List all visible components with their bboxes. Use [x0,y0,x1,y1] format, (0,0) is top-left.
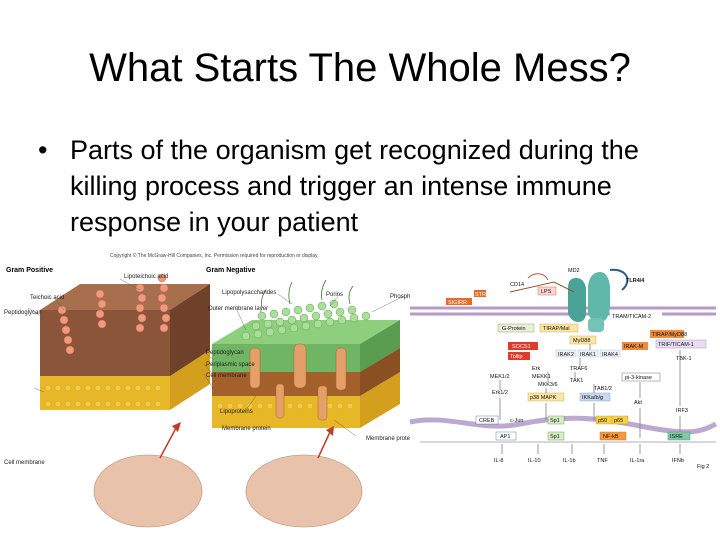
sp1-label: Sp1 [550,418,560,424]
p50-label: p50 [598,418,607,424]
akt-label: Akt [634,400,642,406]
phospholipids-label: Phospholipids [390,294,427,300]
mekk1-label: MEKK1 [532,374,551,380]
erk12-label: Erk1/2 [492,390,508,396]
membrane-protein-label: Membrane protein [222,426,271,432]
tab12-label: TAB1/2 [594,386,612,392]
tirap-myd88-label: TIRAP/MyD88 [652,332,687,338]
ifnb-label: IFNb [672,458,684,464]
tollip-label: Tollip [510,354,523,360]
tirap-label: TIRAP/Mal [543,326,570,332]
il1ra-label: IL-1ra [630,458,645,464]
cell-membrane-label: Cell membrane [4,460,45,466]
bullet-list: • Parts of the organism get recognized du… [38,132,678,240]
p38-label: p38 MAPK [530,395,557,401]
lps-label: LPS [541,289,552,295]
ikk-label: IKKa/b/g [582,395,603,401]
gprotein-label: G-Protein [502,326,526,332]
socs1-label: SOCS1 [512,344,531,350]
bullet-text: Parts of the organism get recognized dur… [70,135,639,237]
myd88-label: MyD88 [573,338,590,344]
tbk1-label: TBK-1 [676,356,692,362]
isre-label: ISRE [670,434,683,440]
gram-positive-label: Gram Positive [6,267,53,274]
lipoproteins-label: Lipoproteins [220,409,253,415]
cell-membrane-gn-label: Cell membrane [206,373,247,379]
irak4-label: IRAK4 [602,352,618,358]
fig-label: Fig 2 [697,464,709,470]
creb-label: CREB [479,418,495,424]
cd14-label: CD14 [510,282,524,288]
peptidoglycan-label: Peptidoglycan [4,310,42,316]
slide-title: What Starts The Whole Mess? [89,46,631,90]
md2-label: MD2 [568,268,580,274]
porins-label: Porins [326,292,343,298]
stra-label: STRA [475,292,490,298]
pi3k-label: pi-3-kinase [625,375,652,381]
mek12-label: MEK1/2 [490,374,510,380]
traf6-label: TRAF6 [570,366,587,372]
tlr4-pathway: MD2 TLR4/4 CD14 LPS STRA SIGIRR TRAM/TIC… [409,264,718,534]
diagram-figure: Copyright © The McGraw-Hill Companies, I… [4,252,718,534]
membrane-protein-gn-label: Membrane protein [366,436,415,442]
copyright-notice: Copyright © The McGraw-Hill Companies, I… [110,252,319,259]
gram-positive-wall [40,273,210,410]
tram-label: TRAM/TICAM-2 [612,314,651,320]
cell-wall-illustration: Copyright © The McGraw-Hill Companies, I… [4,252,427,528]
trif-label: TRIF/TICAM-1 [658,342,694,348]
tnf-label: TNF [597,458,608,464]
lipopolysaccharides-label: Lipopolysaccharides [222,290,276,296]
bullet-item: • Parts of the organism get recognized du… [38,132,678,240]
irakm-label: IRAK-M [624,344,644,350]
irak1-label: IRAK1 [580,352,596,358]
mkk36-label: MKK3/6 [538,382,558,388]
gram-negative-wall [212,279,400,428]
p65-label: p65 [614,418,623,424]
erk-label: Erk [532,366,541,372]
bacterial-cells [93,422,363,528]
periplasmic-space-label: Periplasmic space [206,362,255,368]
nfkb-label: NF-kB [603,434,619,440]
irf3-label: IRF3 [676,408,688,414]
irak2-label: IRAK2 [558,352,574,358]
il8-label: IL-8 [494,458,503,464]
gram-negative-label: Gram Negative [206,267,256,274]
outer-membrane-label: Outer membrane layer [208,306,268,312]
lipoteichoic-acid-label: Lipoteichoic acid [124,274,168,280]
leader-lines [27,278,405,437]
output-arrows [501,444,681,454]
sigirr-label: SIGIRR [448,300,467,306]
tlr44-label: TLR4/4 [626,278,645,284]
sp1-2-label: Sp1 [550,434,560,440]
teichoic-acid-label: Teichoic acid [30,295,64,301]
bullet-marker: • [38,135,48,165]
ap1-label: AP1 [500,434,510,440]
peptidoglycan-gn-label: Peptidoglycan [206,350,244,356]
cjun-label: c-Jun [510,418,523,424]
il10-label: IL-10 [528,458,541,464]
tak1-label: TAK1 [570,378,583,384]
il1b-label: IL-1b [563,458,576,464]
